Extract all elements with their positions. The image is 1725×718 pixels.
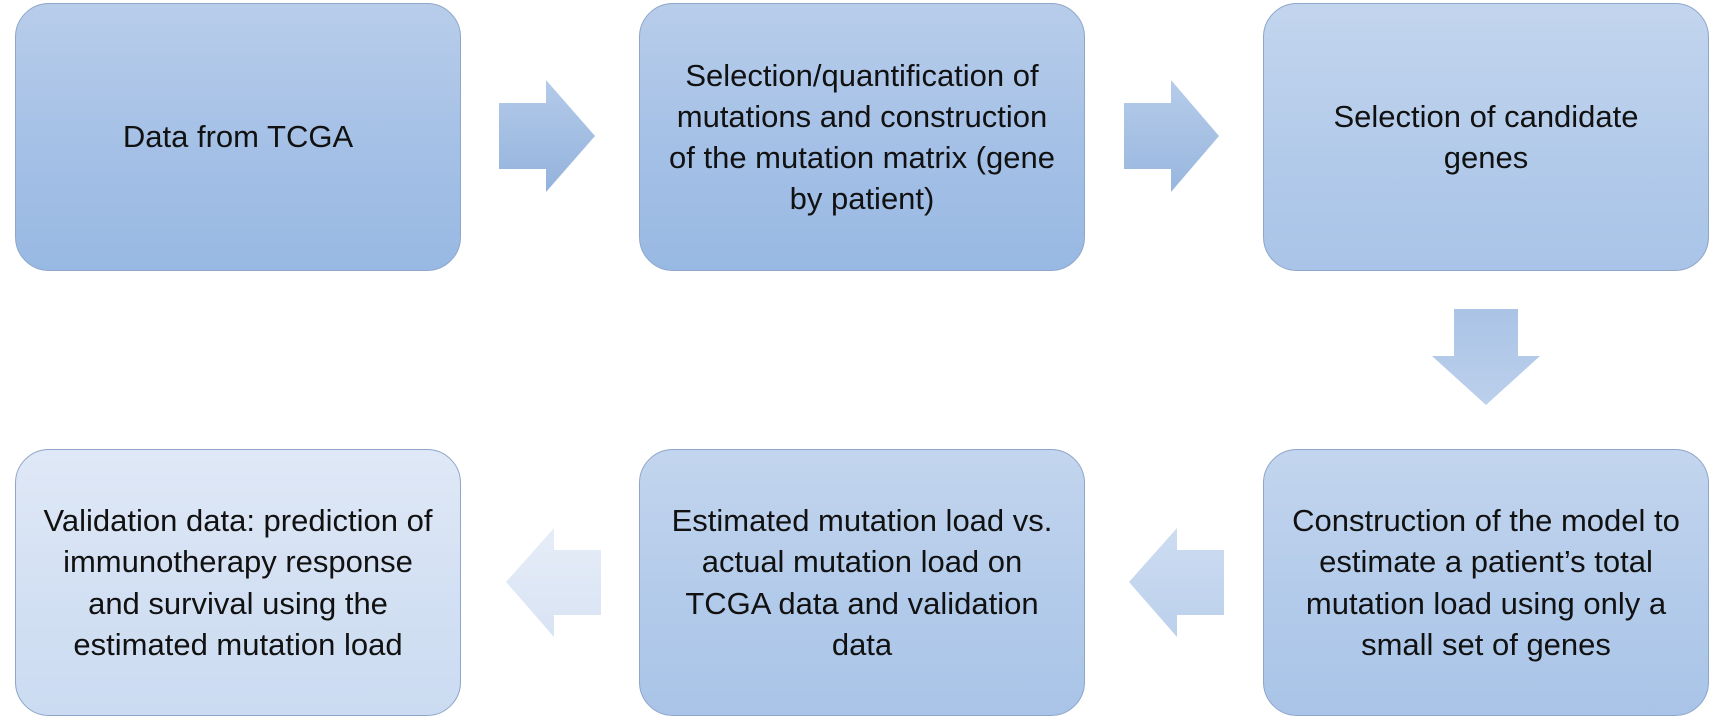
arrow-left-1-icon <box>1129 528 1224 637</box>
step-mutation-matrix-label: Selection/quantification of mutations an… <box>669 57 1055 217</box>
arrow-right-1-icon <box>499 80 595 192</box>
step-estimated-vs-actual: Estimated mutation load vs. actual mutat… <box>639 449 1085 716</box>
step-validation-label: Validation data: prediction of immunothe… <box>43 503 433 662</box>
step-data-from-tcga-label: Data from TCGA <box>122 119 354 155</box>
step-estimated-vs-actual-label: Estimated mutation load vs. actual mutat… <box>671 503 1053 662</box>
arrow-right-2-icon <box>1124 80 1219 192</box>
step-mutation-matrix: Selection/quantification of mutations an… <box>639 3 1085 271</box>
arrow-down-icon <box>1432 309 1540 405</box>
step-validation: Validation data: prediction of immunothe… <box>15 449 461 716</box>
step-candidate-genes-label: Selection of candidate genes <box>1333 98 1639 175</box>
step-data-from-tcga: Data from TCGA <box>15 3 461 271</box>
arrow-left-2-icon <box>506 528 601 637</box>
step-model-construction: Construction of the model to estimate a … <box>1263 449 1709 716</box>
step-model-construction-label: Construction of the model to estimate a … <box>1292 503 1680 662</box>
step-candidate-genes: Selection of candidate genes <box>1263 3 1709 271</box>
